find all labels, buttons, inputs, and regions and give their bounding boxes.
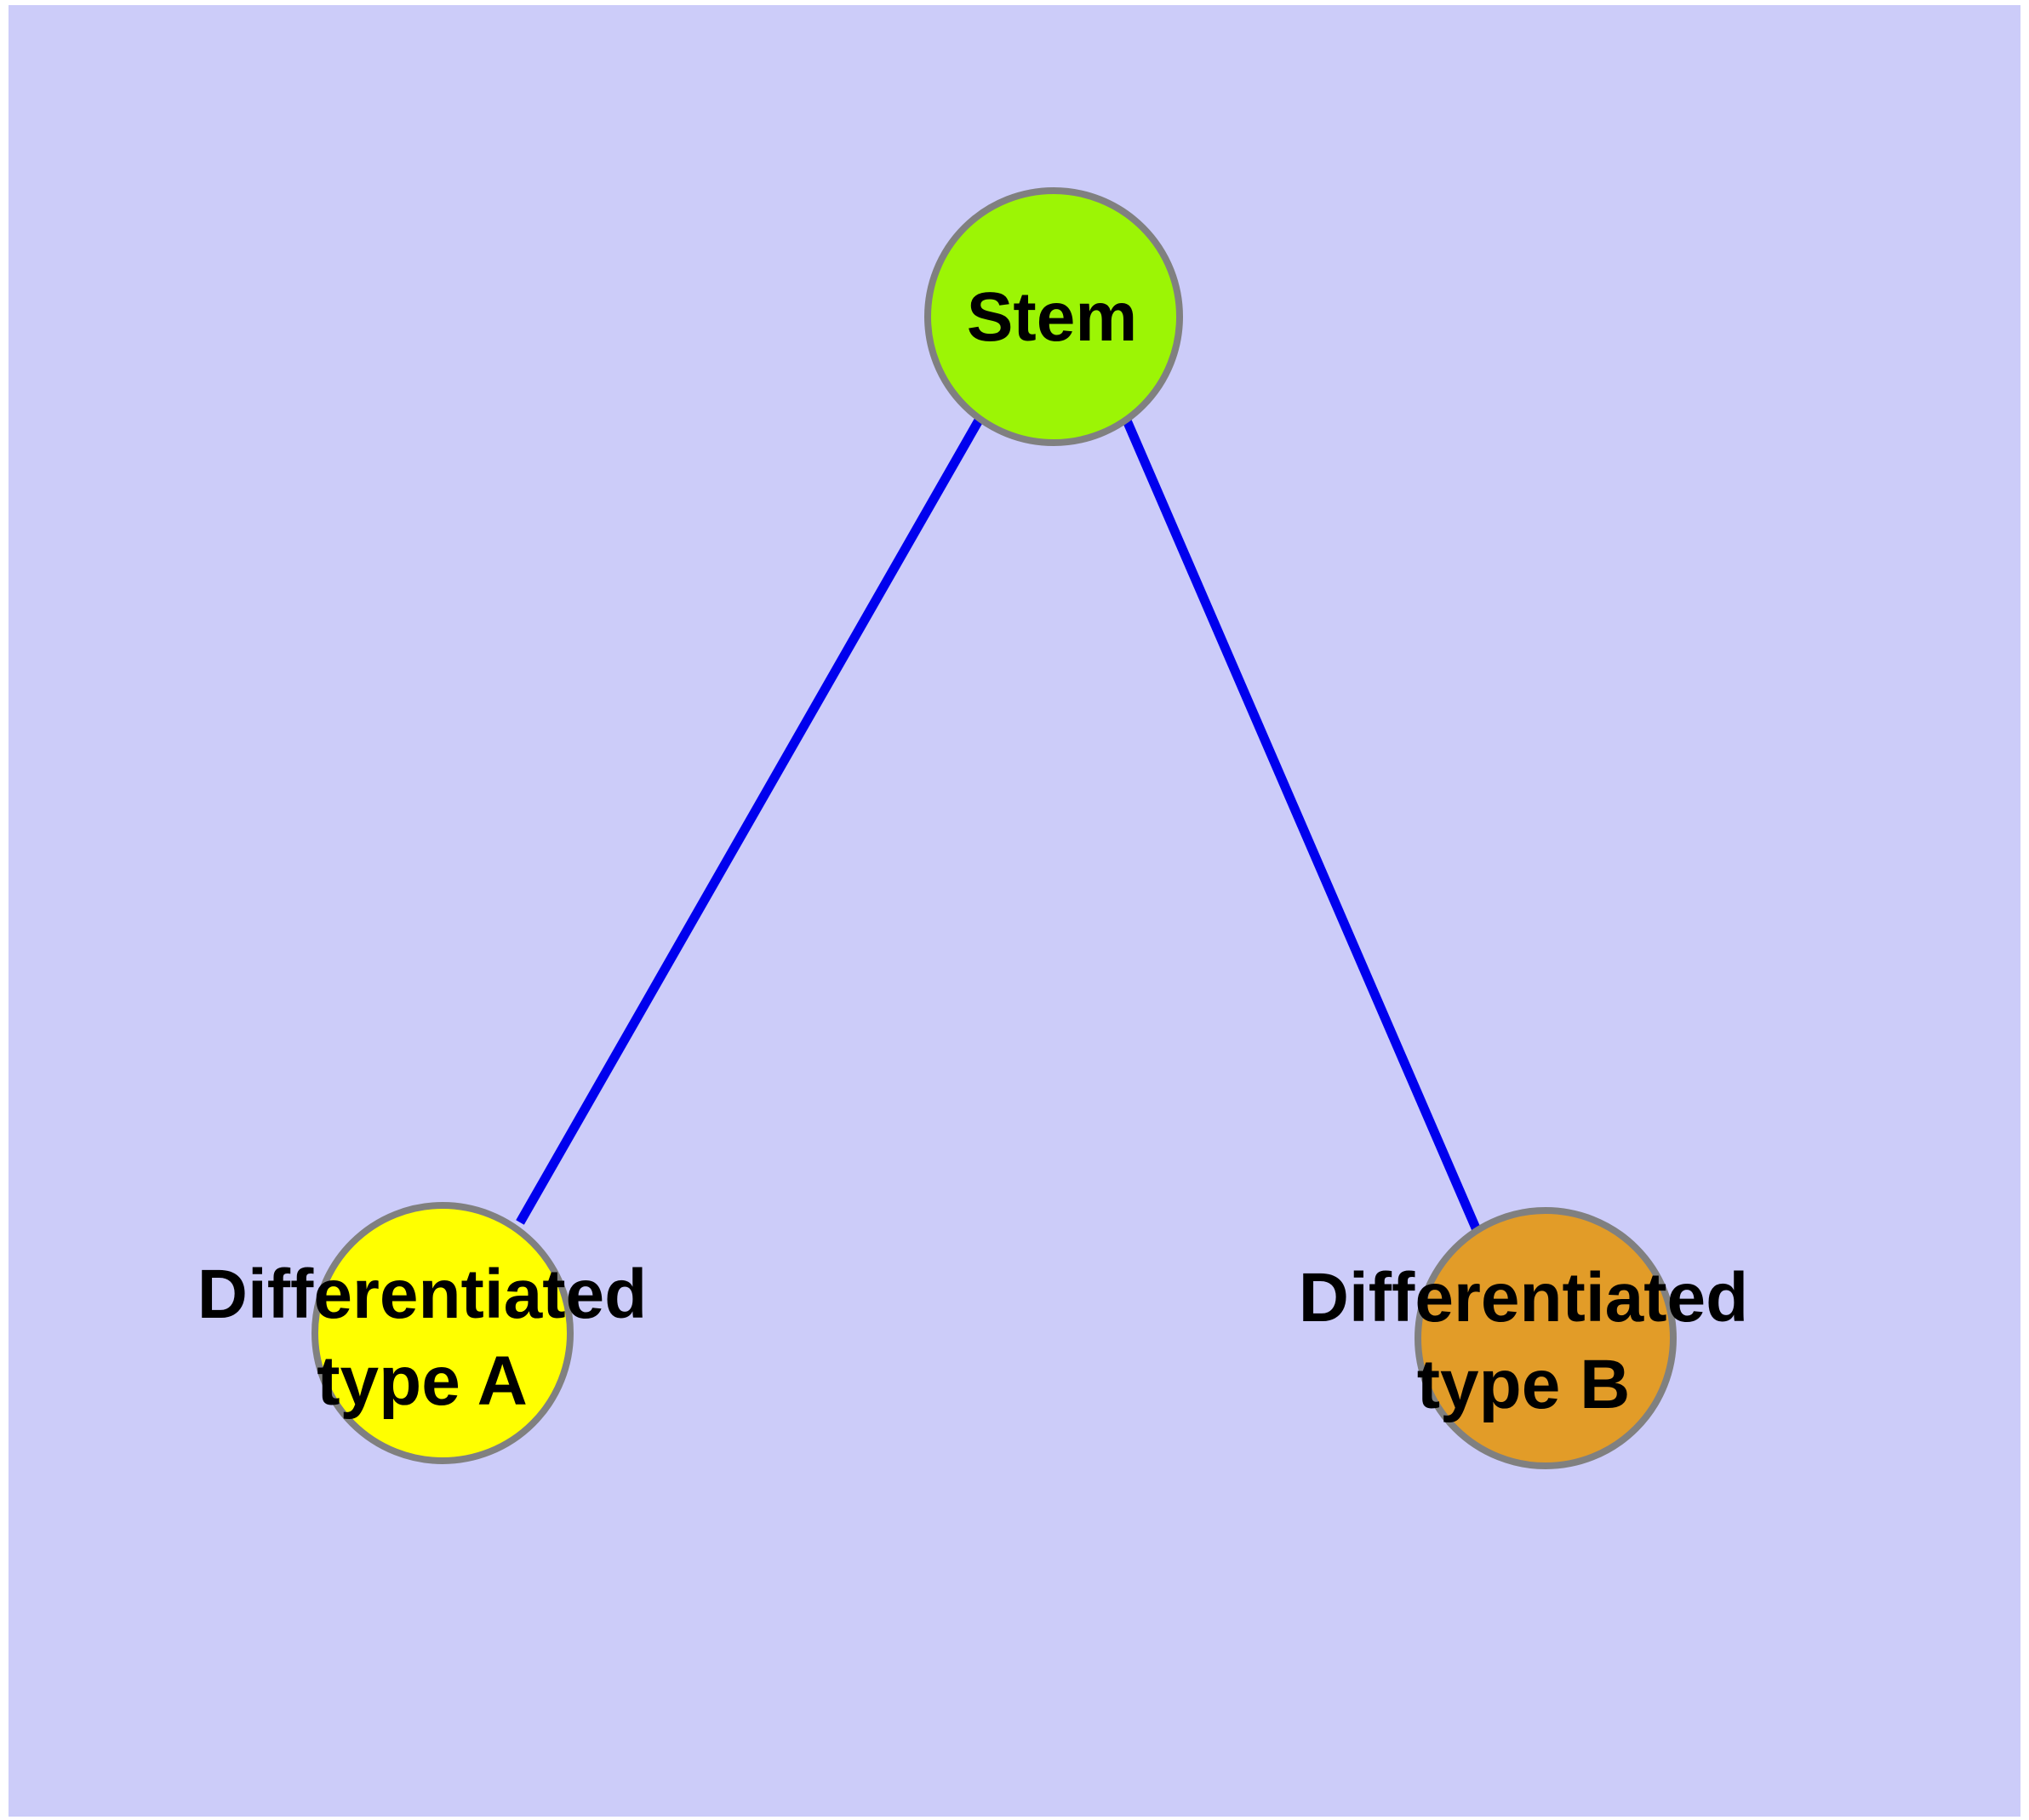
node-differentiated-type-b-label-line-2: type B: [1417, 1346, 1631, 1423]
edge-stem-to-differentiated-type-b: [1122, 418, 1482, 1233]
nodes-layer: [311, 187, 1677, 1469]
node-differentiated-type-a-circle[interactable]: [311, 1202, 574, 1464]
node-stem-circle[interactable]: [924, 187, 1183, 446]
node-stem-label-line-1: Stem: [967, 278, 1138, 356]
node-differentiated-type-b-label-line-1: Differentiated: [1299, 1259, 1749, 1336]
node-differentiated-type-b-circle[interactable]: [1415, 1207, 1677, 1469]
edge-stem-to-differentiated-type-a: [516, 416, 984, 1225]
labels-layer: Stem Differentiated type A Differentiate…: [197, 278, 1749, 1423]
node-differentiated-type-a-label-line-1: Differentiated: [197, 1256, 648, 1333]
edges-layer: [516, 416, 1482, 1233]
node-differentiated-type-a-label-line-2: type A: [317, 1342, 528, 1420]
